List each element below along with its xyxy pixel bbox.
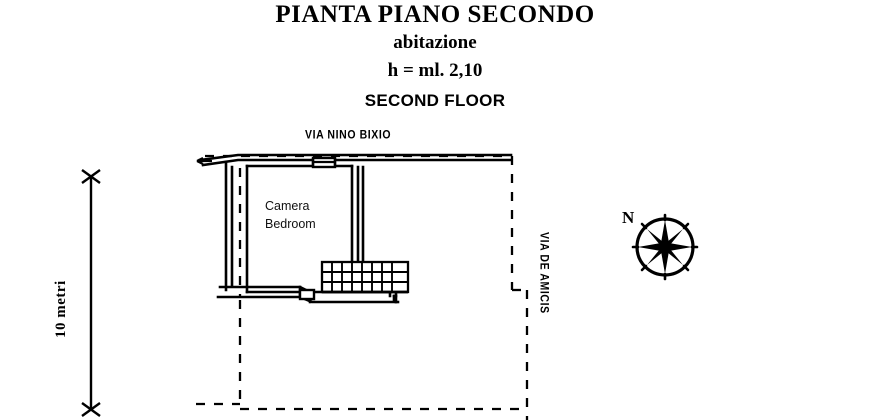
door-opening-bottom	[298, 288, 316, 301]
title-block: PIANTA PIANO SECONDO abitazione h = ml. …	[0, 0, 870, 111]
street-label-top: VIA NINO BIXIO	[305, 128, 392, 143]
ceiling-height-note: h = ml. 2,10	[387, 60, 483, 81]
compass-rose-icon	[631, 213, 699, 281]
scale-bar	[81, 169, 101, 417]
staircase	[320, 260, 410, 294]
title-english: SECOND FLOOR	[364, 90, 506, 110]
room-name-italian: Camera	[265, 199, 310, 213]
room-name-english: Bedroom	[265, 217, 316, 232]
room-label-bedroom: Camera Bedroom	[265, 197, 316, 233]
window-opening-top	[311, 156, 337, 169]
page-title: PIANTA PIANO SECONDO	[275, 1, 595, 28]
title-subtitle: abitazione	[393, 32, 477, 54]
compass-north-label: N	[622, 208, 635, 227]
compass-rose	[620, 202, 706, 288]
wall-arrow-marker	[196, 157, 212, 165]
